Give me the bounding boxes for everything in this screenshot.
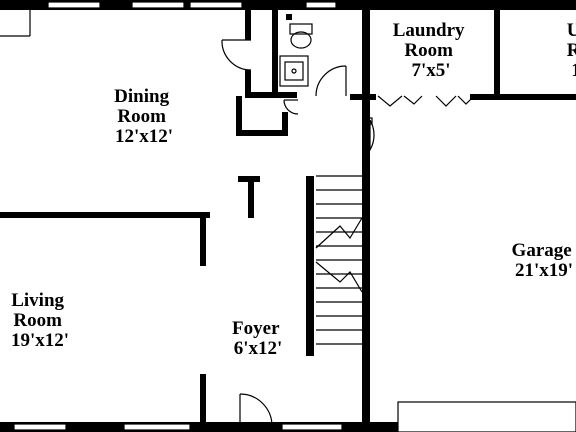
laundry-wall-bottom-right <box>470 94 576 100</box>
utility-room-label: U R 1 <box>567 20 576 81</box>
toilet-bowl <box>290 31 312 49</box>
laundry-room-label: Laundry Room 7'x5' <box>393 20 470 81</box>
closet-wall-right <box>282 112 288 136</box>
living-top-wall <box>0 212 210 218</box>
stair-left-wall <box>306 176 314 356</box>
sink-drain <box>291 68 297 74</box>
room-labels: Dining Room 12'x12' Laundry Room 7'x5' U… <box>11 20 576 359</box>
dining-closet-wall-v <box>245 10 251 40</box>
window-top-4 <box>305 1 337 9</box>
laundry-bifold-doors <box>377 95 475 107</box>
window-top-1 <box>47 1 101 9</box>
laundry-wall-bottom-left <box>350 94 376 100</box>
closet-door <box>283 99 299 115</box>
interior-walls <box>0 10 576 426</box>
bathroom-fixtures <box>279 23 313 87</box>
dining-room-label: Dining Room 12'x12' <box>114 86 174 147</box>
stair-break-line-2 <box>315 261 363 293</box>
bath-wall-bottom <box>245 92 297 98</box>
dining-closet-wall-v2 <box>245 70 251 92</box>
garage-left-wall <box>362 92 370 426</box>
bottom-wall-left <box>0 422 400 432</box>
sink-counter <box>279 55 309 87</box>
top-wall <box>0 0 576 10</box>
toilet-tank <box>289 23 313 35</box>
sink-basin <box>284 61 304 81</box>
dining-closet-door <box>221 39 252 71</box>
corner-post <box>286 14 292 20</box>
window-bottom-1 <box>13 423 67 431</box>
foyer-label: Foyer 6'x12' <box>232 318 284 359</box>
stairs <box>315 175 363 345</box>
bath-door <box>315 65 347 97</box>
front-door <box>239 393 273 427</box>
garage-label: Garage 21'x19' <box>512 240 576 281</box>
doors <box>221 39 475 427</box>
window-bottom-2 <box>123 423 191 431</box>
windows <box>13 1 576 432</box>
laundry-left-wall <box>362 10 370 98</box>
living-right-wall-lower <box>200 374 206 426</box>
stub-wall-v <box>248 176 254 218</box>
closet-wall-left <box>236 96 242 136</box>
living-room-label: Living Room 19'x12' <box>11 290 69 351</box>
window-bottom-3 <box>281 423 343 431</box>
stair-break-line <box>315 217 363 249</box>
window-top-3 <box>189 1 243 9</box>
garage-door <box>397 401 576 432</box>
laundry-side-door <box>365 117 375 151</box>
bath-wall-right <box>272 10 278 98</box>
closet-wall-bottom <box>236 130 286 136</box>
top-left-detail <box>0 10 31 37</box>
window-top-2 <box>131 1 185 9</box>
laundry-utility-wall <box>494 10 500 100</box>
living-right-wall-upper <box>200 212 206 266</box>
